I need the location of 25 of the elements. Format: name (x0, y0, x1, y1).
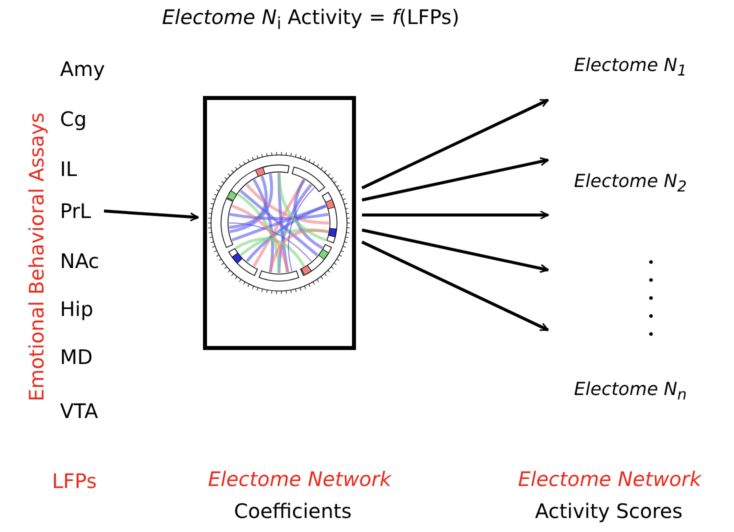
column-caption: Electome Network (518, 468, 702, 490)
column-caption: Activity Scores (535, 500, 683, 522)
network-box (203, 96, 356, 350)
output-label: Electome N$_{2}$ (574, 172, 687, 196)
diagram-title: Electome N$_{i}$ Activity = f(LFPs) (162, 6, 460, 34)
arrow (361, 98, 549, 190)
region-label: MD (60, 346, 93, 368)
arrow (362, 228, 549, 273)
region-label: Cg (60, 108, 87, 130)
region-label: VTA (60, 400, 98, 422)
column-caption: LFPs (52, 470, 97, 492)
output-label: Electome N$_{1}$ (574, 56, 687, 80)
arrow (362, 157, 549, 202)
region-label: PrL (60, 199, 92, 223)
region-label: IL (60, 158, 78, 180)
region-label: NAc (60, 250, 100, 272)
column-caption: Electome Network (208, 468, 392, 490)
arrow (104, 210, 199, 222)
region-label: Amy (60, 58, 105, 80)
column-caption: Coefficients (234, 500, 352, 522)
output-label: Electome N$_{n}$ (574, 380, 687, 404)
region-label: Hip (60, 298, 94, 320)
arrow (361, 240, 549, 332)
axis-title: Emotional Behavioral Assays (25, 112, 48, 402)
arrow (362, 210, 549, 220)
